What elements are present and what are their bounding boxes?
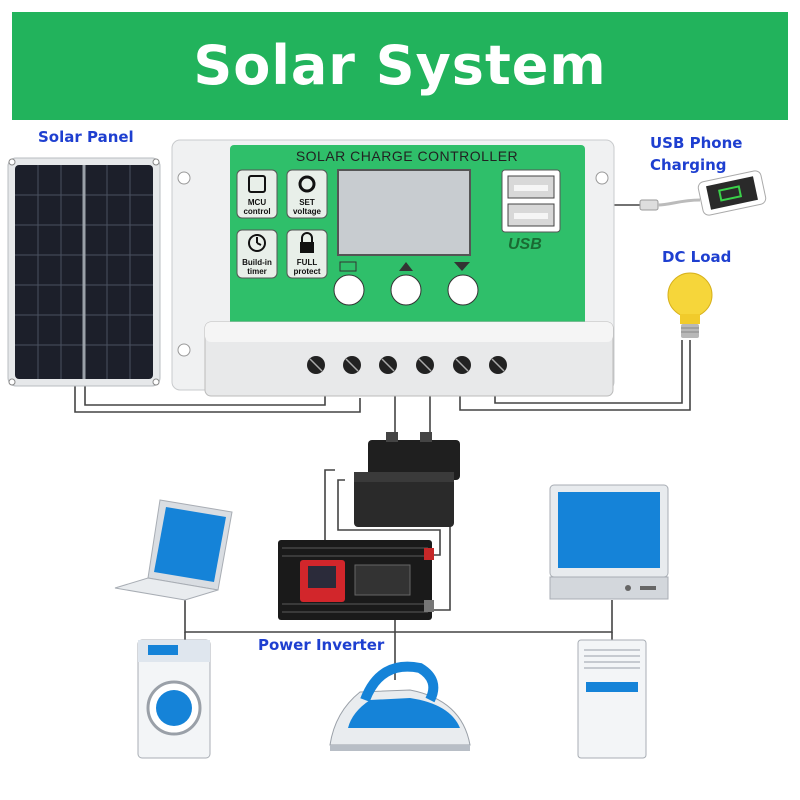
iron-image: [329, 661, 471, 751]
full-protect-button: FULL protect: [286, 258, 328, 276]
controller-title: SOLAR CHARGE CONTROLLER: [295, 148, 519, 164]
battery-image: [354, 432, 460, 527]
set-label: SET: [299, 198, 315, 207]
solar-panel-image: [7, 157, 161, 387]
build-in-label: Build-in: [242, 258, 272, 267]
voltage-label: voltage: [292, 207, 321, 216]
title-banner: Solar System: [12, 12, 788, 120]
power-inverter-image: [278, 540, 434, 620]
timer-button: Build-in timer: [236, 258, 278, 276]
phone-image: [639, 170, 767, 216]
usb-charging-label: USB Phone Charging: [650, 132, 742, 176]
laptop-image: [114, 499, 233, 601]
washing-machine-image: [137, 639, 211, 759]
usb-phone-text: USB Phone: [650, 134, 743, 152]
mcu-label: MCU: [247, 198, 267, 207]
page-title: Solar System: [193, 34, 607, 97]
mcu-control-button: MCU control: [236, 198, 278, 216]
light-bulb-image: [667, 272, 713, 338]
control-label: control: [243, 207, 271, 216]
monitor-image: [549, 484, 669, 600]
timer-label: timer: [247, 267, 267, 276]
dc-load-label: DC Load: [662, 248, 732, 266]
protect-label: protect: [293, 267, 321, 276]
set-voltage-button: SET voltage: [286, 198, 328, 216]
power-inverter-label: Power Inverter: [258, 636, 385, 654]
full-label: FULL: [296, 258, 318, 267]
usb-label: USB: [508, 236, 542, 253]
solar-panel-label: Solar Panel: [38, 128, 134, 146]
charging-text: Charging: [650, 156, 727, 174]
charge-controller-image: [171, 139, 615, 397]
air-conditioner-image: [577, 639, 647, 759]
